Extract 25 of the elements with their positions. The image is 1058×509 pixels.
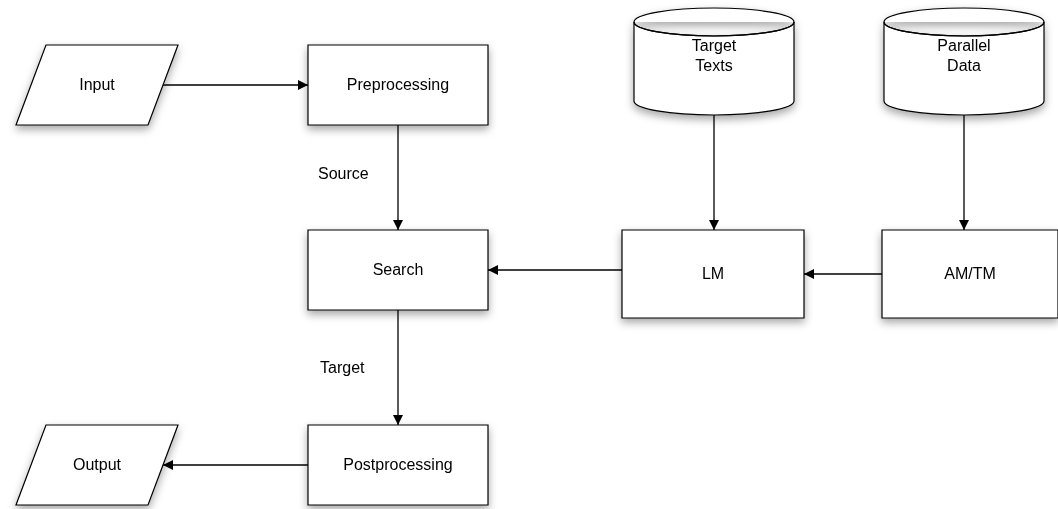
process-box (308, 230, 488, 310)
node-label: Postprocessing (342, 455, 454, 475)
process-box (308, 425, 488, 505)
arrow (392, 124, 404, 231)
node-label: Search (371, 260, 425, 280)
arrow (708, 114, 720, 231)
arrow (162, 459, 309, 471)
node-label: AM/TM (943, 264, 997, 284)
process-box (882, 230, 1058, 318)
process-box (622, 230, 804, 318)
arrow (958, 114, 970, 231)
edge-label: Target (318, 358, 367, 378)
arrow (392, 309, 404, 426)
node-label: Output (72, 455, 122, 475)
data-store-cylinder (884, 8, 1044, 115)
process-box (308, 45, 488, 125)
io-parallelogram (16, 425, 178, 505)
node-label: Input (78, 75, 116, 95)
node-label: LM (700, 264, 726, 284)
node-label: Preprocessing (345, 75, 451, 95)
node-label: Parallel Data (936, 36, 992, 76)
io-parallelogram (16, 45, 178, 125)
data-store-cylinder (634, 8, 794, 115)
node-label: Target Texts (690, 36, 738, 76)
arrow (162, 79, 309, 91)
